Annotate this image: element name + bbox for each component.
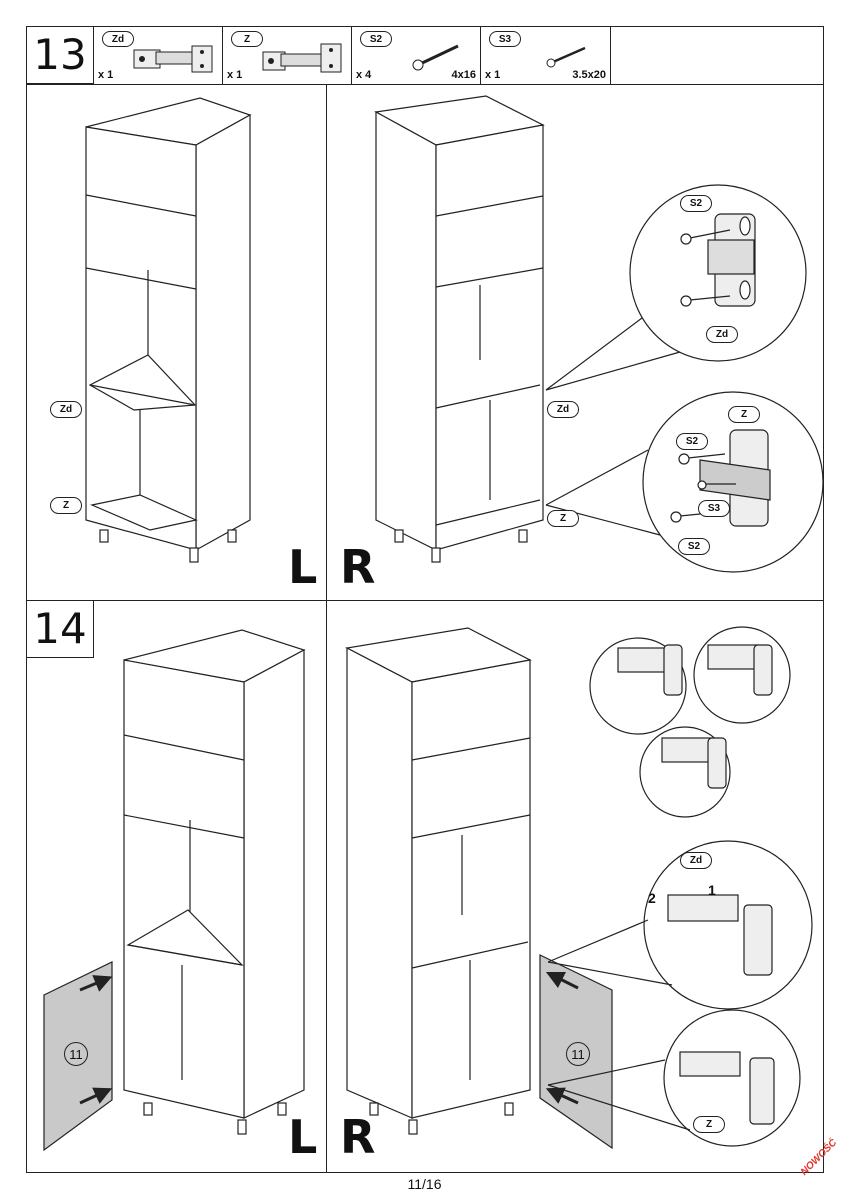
part-s2: S2 x 4 4x16 bbox=[352, 26, 481, 84]
step-14-number: 14 bbox=[26, 600, 94, 658]
part-code: Z bbox=[231, 31, 263, 47]
detail-z-hinge bbox=[670, 429, 771, 527]
label-s2b-detail: S2 bbox=[678, 538, 710, 555]
arrow-step-1: 1 bbox=[708, 882, 716, 898]
part-qty: x 4 bbox=[356, 69, 372, 81]
cabinet-13-right bbox=[374, 95, 545, 563]
step-divider bbox=[26, 600, 824, 601]
screw-s2-icon bbox=[412, 44, 459, 71]
part-code: S2 bbox=[360, 31, 392, 47]
cabinet-14-left bbox=[43, 629, 306, 1152]
label-s2a-detail: S2 bbox=[676, 433, 708, 450]
label-z-14: Z bbox=[693, 1116, 725, 1133]
arrow-step-2: 2 bbox=[648, 890, 656, 906]
detail-circle-zd-mount bbox=[643, 840, 813, 1010]
door-number-right: 11 bbox=[566, 1042, 590, 1066]
part-code: Zd bbox=[102, 31, 134, 47]
label-zd-13-right: Zd bbox=[547, 401, 579, 418]
label-zd-14: Zd bbox=[680, 852, 712, 869]
parts-row-divider bbox=[26, 84, 824, 85]
detail-circle-adjust-2 bbox=[693, 626, 791, 724]
page-number: 11/16 bbox=[407, 1176, 442, 1192]
hinge-zd-icon bbox=[133, 45, 213, 73]
side-label-13-right: R bbox=[340, 540, 376, 594]
detail-circle-z-mount bbox=[663, 1009, 801, 1147]
part-s3: S3 x 1 3.5x20 bbox=[481, 26, 611, 84]
part-zd: Zd x 1 bbox=[94, 26, 223, 84]
part-code: S3 bbox=[489, 31, 521, 47]
door-number-left: 11 bbox=[64, 1042, 88, 1066]
label-z-13-right: Z bbox=[547, 510, 579, 527]
label-s2-detail: S2 bbox=[680, 195, 712, 212]
side-label-14-left: L bbox=[288, 1110, 318, 1164]
part-size: 4x16 bbox=[451, 69, 476, 81]
center-divider bbox=[326, 84, 327, 1173]
label-zd-detail: Zd bbox=[706, 326, 738, 343]
step-13-number: 13 bbox=[26, 26, 94, 84]
side-label-14-right: R bbox=[340, 1110, 376, 1164]
side-label-13-left: L bbox=[288, 540, 318, 594]
page-frame bbox=[26, 26, 824, 1173]
part-qty: x 1 bbox=[227, 69, 243, 81]
label-zd-13-left: Zd bbox=[50, 401, 82, 418]
part-qty: x 1 bbox=[98, 69, 114, 81]
label-z-13-left: Z bbox=[50, 497, 82, 514]
screw-s3-icon bbox=[546, 46, 586, 68]
part-size: 3.5x20 bbox=[572, 69, 606, 81]
part-z: Z x 1 bbox=[223, 26, 352, 84]
hinge-z-icon bbox=[262, 43, 342, 73]
part-qty: x 1 bbox=[485, 69, 501, 81]
detail-zd-hinge bbox=[680, 213, 756, 307]
label-z-detail: Z bbox=[728, 406, 760, 423]
label-s3-detail: S3 bbox=[698, 500, 730, 517]
cabinet-14-right bbox=[345, 627, 613, 1150]
cabinet-13-left bbox=[85, 97, 252, 563]
